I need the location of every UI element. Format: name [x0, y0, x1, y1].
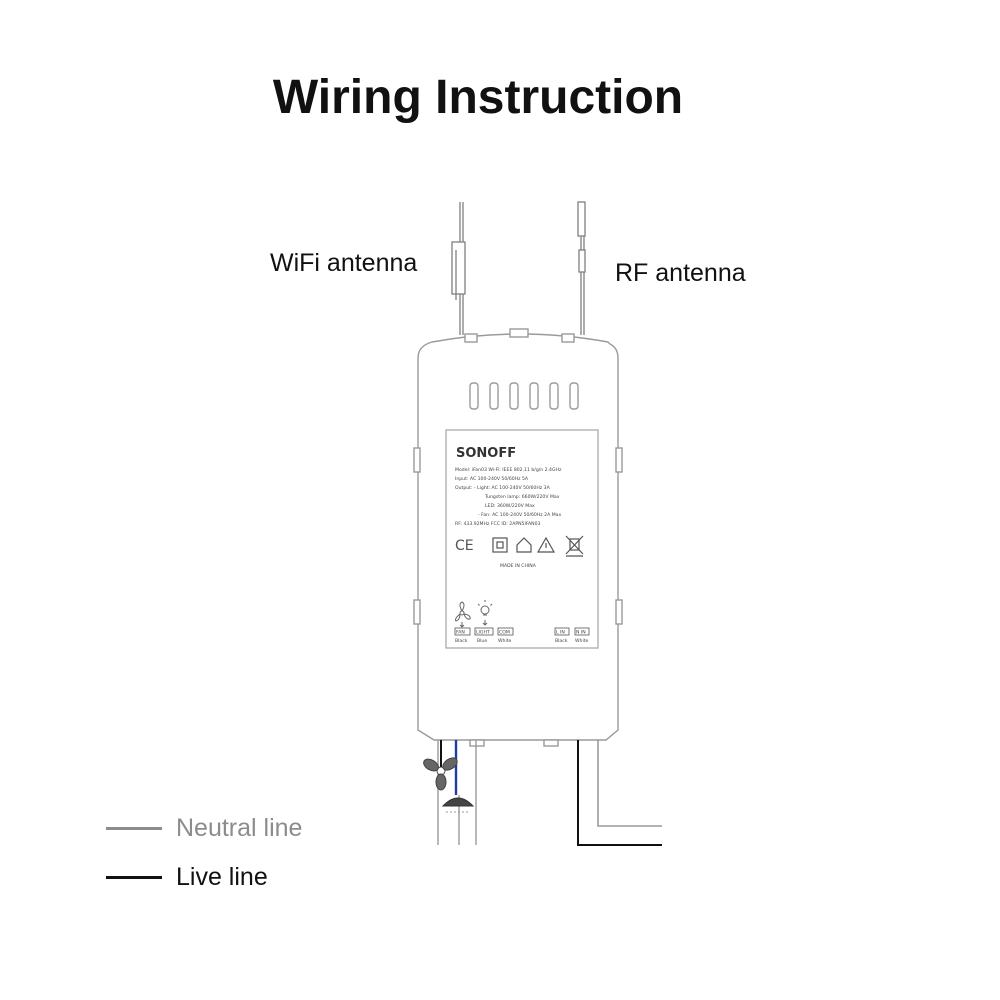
certification-icons: CE: [455, 535, 584, 557]
ceiling-lamp-icon: [441, 797, 475, 813]
spec-line: RF: 433.92MHz FCC ID: 2APN5IFAN03: [455, 521, 541, 527]
terminal-color: Black: [555, 638, 568, 644]
terminal-code: LIGHT: [476, 630, 490, 636]
ce-mark-icon: CE: [455, 538, 474, 554]
terminal-code: FAN: [456, 630, 465, 636]
weee-bin-icon: [565, 535, 584, 557]
terminals-left: [454, 627, 514, 636]
fan-icon: [455, 601, 471, 628]
terminal-code: L IN: [556, 630, 565, 636]
legend-neutral-line: Neutral line: [106, 808, 366, 848]
wifi-antenna-label: WiFi antenna: [270, 249, 418, 277]
spec-line: LED: 360W/220V Max: [485, 503, 535, 509]
neutral-line-swatch: [106, 826, 162, 830]
rf-antenna: [577, 201, 586, 335]
terminal-color: White: [498, 638, 512, 644]
device-body: [413, 328, 623, 747]
output-wires: [437, 740, 477, 845]
spec-line: Input: AC 100-240V 50/60Hz 5A: [455, 476, 529, 482]
terminal-color: White: [575, 638, 589, 644]
neutral-line-label: Neutral line: [176, 813, 303, 842]
wifi-antenna: [451, 202, 466, 335]
spec-line: Output: - Light: AC 100-240V 50/60Hz 3A: [455, 485, 551, 491]
brand-logo: SONOFF: [456, 446, 516, 461]
double-insulation-icon: [492, 537, 508, 553]
made-in-text: MADE IN CHINA: [500, 563, 537, 569]
terminal-color: Black: [455, 638, 468, 644]
terminals-right: [554, 627, 590, 636]
legend-live-line: Live line: [106, 857, 366, 897]
live-line-label: Live line: [176, 862, 268, 891]
page-title: Wiring Instruction: [272, 71, 684, 124]
terminal-color: Blue: [477, 638, 487, 644]
terminal-code: N IN: [576, 630, 586, 636]
device-label: SONOFF Model: iFan03 Wi-Fi: IEEE 802.11 …: [454, 446, 590, 644]
light-bulb-icon: [477, 600, 493, 626]
spec-line: - Fan: AC 100-240V 50/60Hz 2A Max: [478, 512, 561, 518]
rf-antenna-label: RF antenna: [615, 259, 746, 287]
indoor-use-icon: [516, 537, 532, 553]
live-line-swatch: [106, 875, 162, 879]
ceiling-fan-icon: [423, 757, 458, 791]
input-wires: [577, 740, 662, 846]
spec-line: Model: iFan03 Wi-Fi: IEEE 802.11 b/g/n 2…: [455, 467, 562, 473]
warning-icon: [536, 536, 556, 553]
spec-line: Tungsten lamp: 660W/220V Max: [484, 494, 560, 500]
terminal-code: COM: [499, 630, 510, 636]
